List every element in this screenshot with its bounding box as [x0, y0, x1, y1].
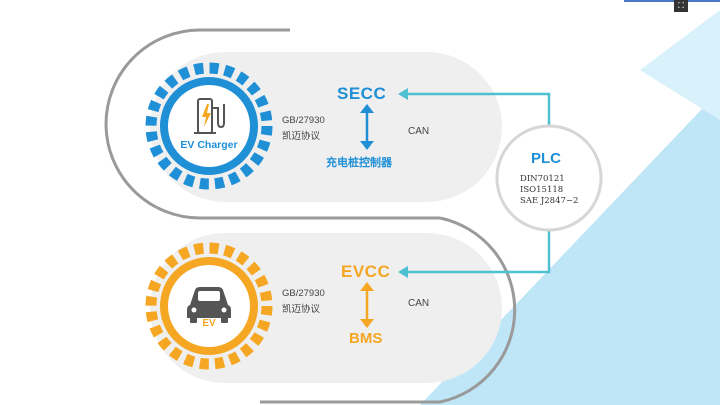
charger-label: EV Charger [180, 139, 238, 151]
evcc-double-arrow [360, 282, 374, 328]
plc-standard-iso: ISO15118 [520, 185, 564, 195]
bg-triangle-small [640, 10, 720, 120]
outer-curve-top [104, 28, 440, 220]
fullscreen-icon[interactable]: ⛶ [674, 0, 688, 12]
secc-label: SECC [337, 84, 387, 103]
plc-circle [495, 124, 603, 232]
ev-charger-icon [194, 98, 225, 134]
plc-standard-sae: SAE J2847−2 [520, 196, 579, 206]
secc-double-arrow [360, 104, 374, 150]
window-top-bar [624, 0, 720, 2]
evcc-label: EVCC [341, 262, 391, 281]
charger-gear-icon [145, 62, 273, 190]
plc-standard-din: DIN70121 [520, 174, 565, 184]
plc-title: PLC [531, 150, 561, 167]
bms-label: BMS [349, 330, 383, 347]
charger-protocol: GB/27930 [282, 115, 325, 126]
ev-label: EV [202, 318, 216, 329]
charger-can-label: CAN [408, 126, 430, 137]
ev-can-label: CAN [408, 298, 430, 309]
ev-protocol-sub: 凯迈协议 [282, 304, 321, 315]
plc-connector-top [398, 88, 551, 126]
plc-connector-bottom [398, 230, 551, 278]
outer-curve-bottom [260, 216, 517, 404]
secc-controller-cn: 充电桩控制器 [326, 157, 392, 169]
charger-protocol-sub: 凯迈协议 [282, 131, 321, 142]
car-icon [187, 287, 231, 323]
ev-protocol: GB/27930 [282, 288, 325, 299]
